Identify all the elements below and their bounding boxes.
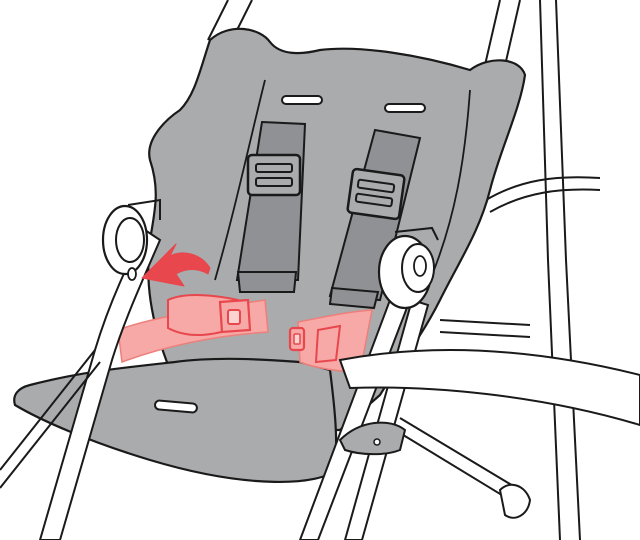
rear-wheel	[500, 485, 530, 518]
